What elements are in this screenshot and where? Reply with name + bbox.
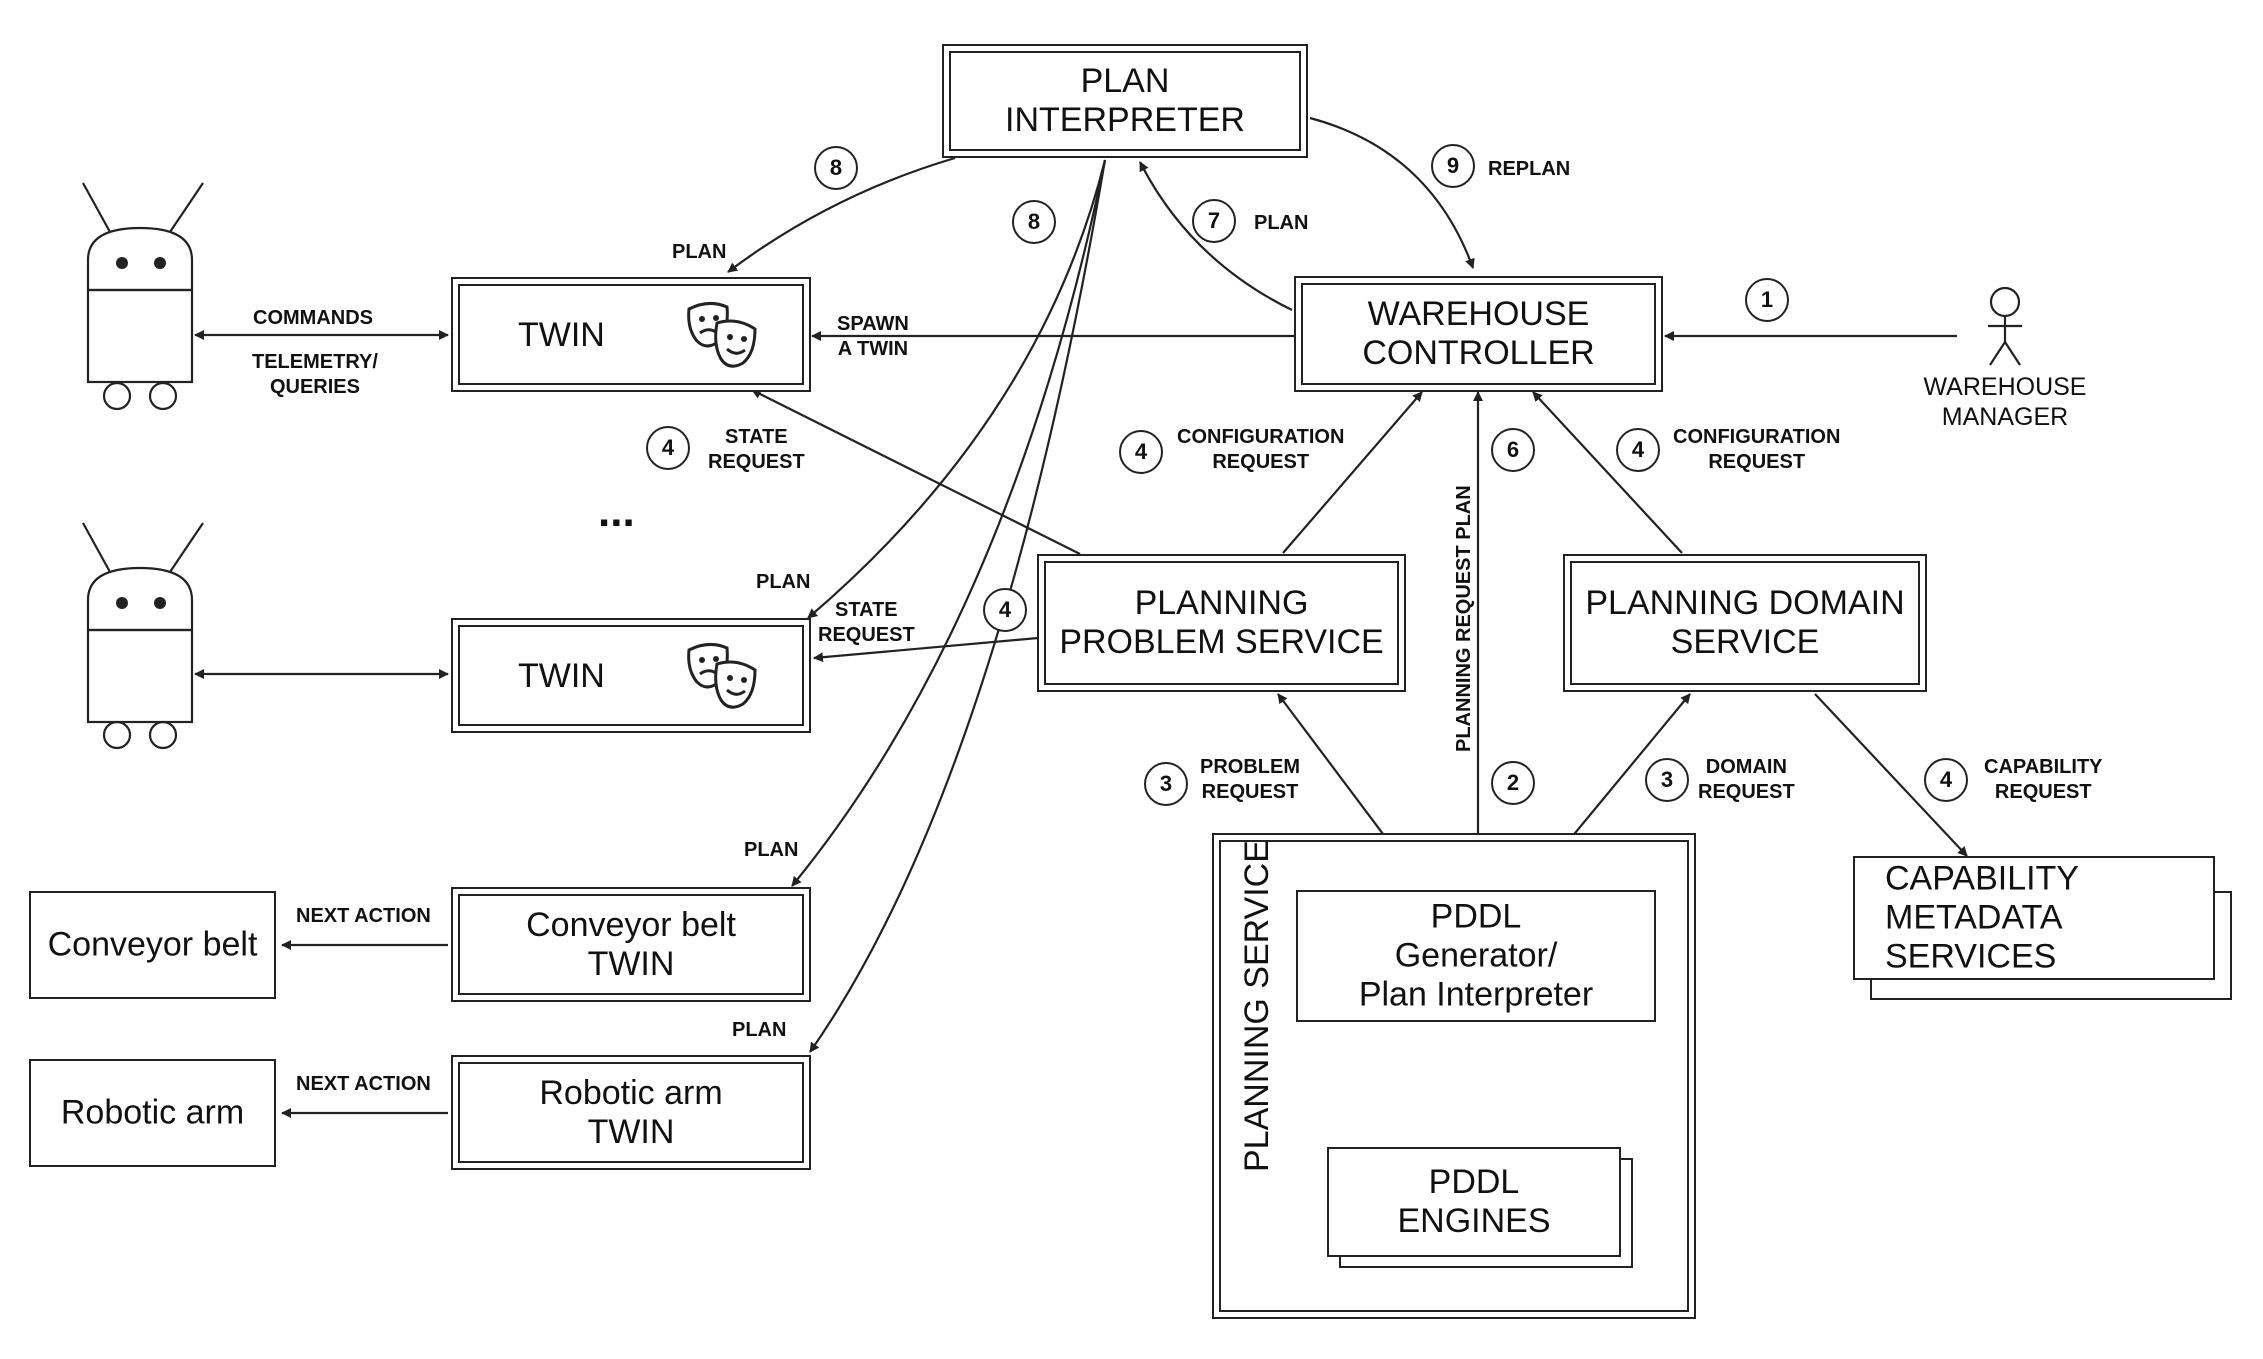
step-badge: 3: [1144, 762, 1188, 806]
planning-domain-service-box: PLANNING DOMAIN SERVICE: [1563, 554, 1927, 692]
domain-request-label: DOMAIN REQUEST: [1698, 756, 1795, 803]
step-badge: 4: [983, 588, 1027, 632]
pddl-engines-box: PDDL ENGINES: [1327, 1147, 1621, 1257]
plan-label: PLAN: [1254, 212, 1309, 234]
step-badge: 4: [646, 426, 690, 470]
step-badge: 6: [1491, 428, 1535, 472]
plan-interpreter-box: PLAN INTERPRETER: [942, 44, 1308, 158]
twin-box: TWIN: [451, 277, 811, 392]
robotic-arm-box: Robotic arm: [29, 1059, 276, 1167]
theater-masks-icon: [683, 640, 763, 716]
conveyor-belt-label: Conveyor belt: [47, 925, 258, 964]
warehouse-controller-label: WAREHOUSE CONTROLLER: [1362, 295, 1595, 372]
step-badge: 4: [1616, 428, 1660, 472]
plan-label: PLAN: [744, 839, 799, 861]
planning-problem-service-box: PLANNING PROBLEM SERVICE: [1037, 554, 1406, 692]
twin-label: TWIN: [518, 316, 605, 354]
step-badge: 2: [1491, 761, 1535, 805]
commands-label: COMMANDS: [253, 307, 373, 329]
step-badge: 8: [1012, 200, 1056, 244]
twin-box: TWIN: [451, 618, 811, 733]
planning-service-label: PLANNING SERVICE: [1238, 840, 1276, 1172]
twin-label: TWIN: [518, 657, 605, 695]
robot-icon: [82, 182, 204, 411]
planning-problem-service-label: PLANNING PROBLEM SERVICE: [1059, 584, 1384, 661]
theater-masks-icon: [683, 299, 763, 375]
plan-label: PLAN: [732, 1019, 787, 1041]
spawn-a-twin-label: SPAWN A TWIN: [837, 313, 909, 360]
warehouse-controller-box: WAREHOUSE CONTROLLER: [1294, 276, 1663, 392]
step-badge: 7: [1192, 199, 1236, 243]
conveyor-belt-box: Conveyor belt: [29, 891, 276, 999]
plan-interpreter-label: PLAN INTERPRETER: [1005, 62, 1245, 139]
problem-request-label: PROBLEM REQUEST: [1200, 756, 1300, 803]
robotic-arm-twin-label: Robotic arm TWIN: [539, 1073, 723, 1151]
state-request-label: STATE REQUEST: [818, 599, 915, 646]
warehouse-manager-label: WAREHOUSE MANAGER: [1923, 373, 2087, 431]
pddl-generator-label: PDDL Generator/ Plan Interpreter: [1358, 897, 1594, 1014]
telemetry-queries-label: TELEMETRY/ QUERIES: [252, 351, 378, 398]
capability-request-label: CAPABILITY REQUEST: [1984, 756, 2103, 803]
robot-icon: [82, 522, 204, 750]
ellipsis: ...: [598, 487, 635, 536]
next-action-label: NEXT ACTION: [296, 1073, 431, 1095]
step-badge: 4: [1924, 758, 1968, 802]
step-badge: 8: [814, 146, 858, 190]
state-request-label: STATE REQUEST: [708, 426, 805, 473]
step-badge: 4: [1119, 430, 1163, 474]
replan-label: REPLAN: [1488, 158, 1571, 180]
planning-request-plan-label: PLANNING REQUEST PLAN: [1453, 485, 1475, 752]
pddl-engines-label: PDDL ENGINES: [1397, 1163, 1551, 1240]
conveyor-belt-twin-label: Conveyor belt TWIN: [526, 905, 736, 983]
step-badge: 1: [1745, 278, 1789, 322]
step-badge: 9: [1431, 144, 1475, 188]
pddl-generator-box: PDDL Generator/ Plan Interpreter: [1296, 890, 1656, 1022]
person-icon: [1988, 286, 2022, 366]
capability-services-box: CAPABILITY METADATA SERVICES: [1853, 856, 2215, 980]
robotic-arm-label: Robotic arm: [60, 1093, 245, 1132]
plan-label: PLAN: [672, 241, 727, 263]
planning-domain-service-label: PLANNING DOMAIN SERVICE: [1585, 584, 1905, 661]
plan-label: PLAN: [756, 571, 811, 593]
configuration-request-label: CONFIGURATION REQUEST: [1177, 426, 1345, 473]
conveyor-belt-twin-box: Conveyor belt TWIN: [451, 887, 811, 1002]
capability-services-label: CAPABILITY METADATA SERVICES: [1885, 859, 2079, 976]
robotic-arm-twin-box: Robotic arm TWIN: [451, 1055, 811, 1170]
configuration-request-label: CONFIGURATION REQUEST: [1673, 426, 1841, 473]
step-badge: 3: [1645, 758, 1689, 802]
next-action-label: NEXT ACTION: [296, 905, 431, 927]
